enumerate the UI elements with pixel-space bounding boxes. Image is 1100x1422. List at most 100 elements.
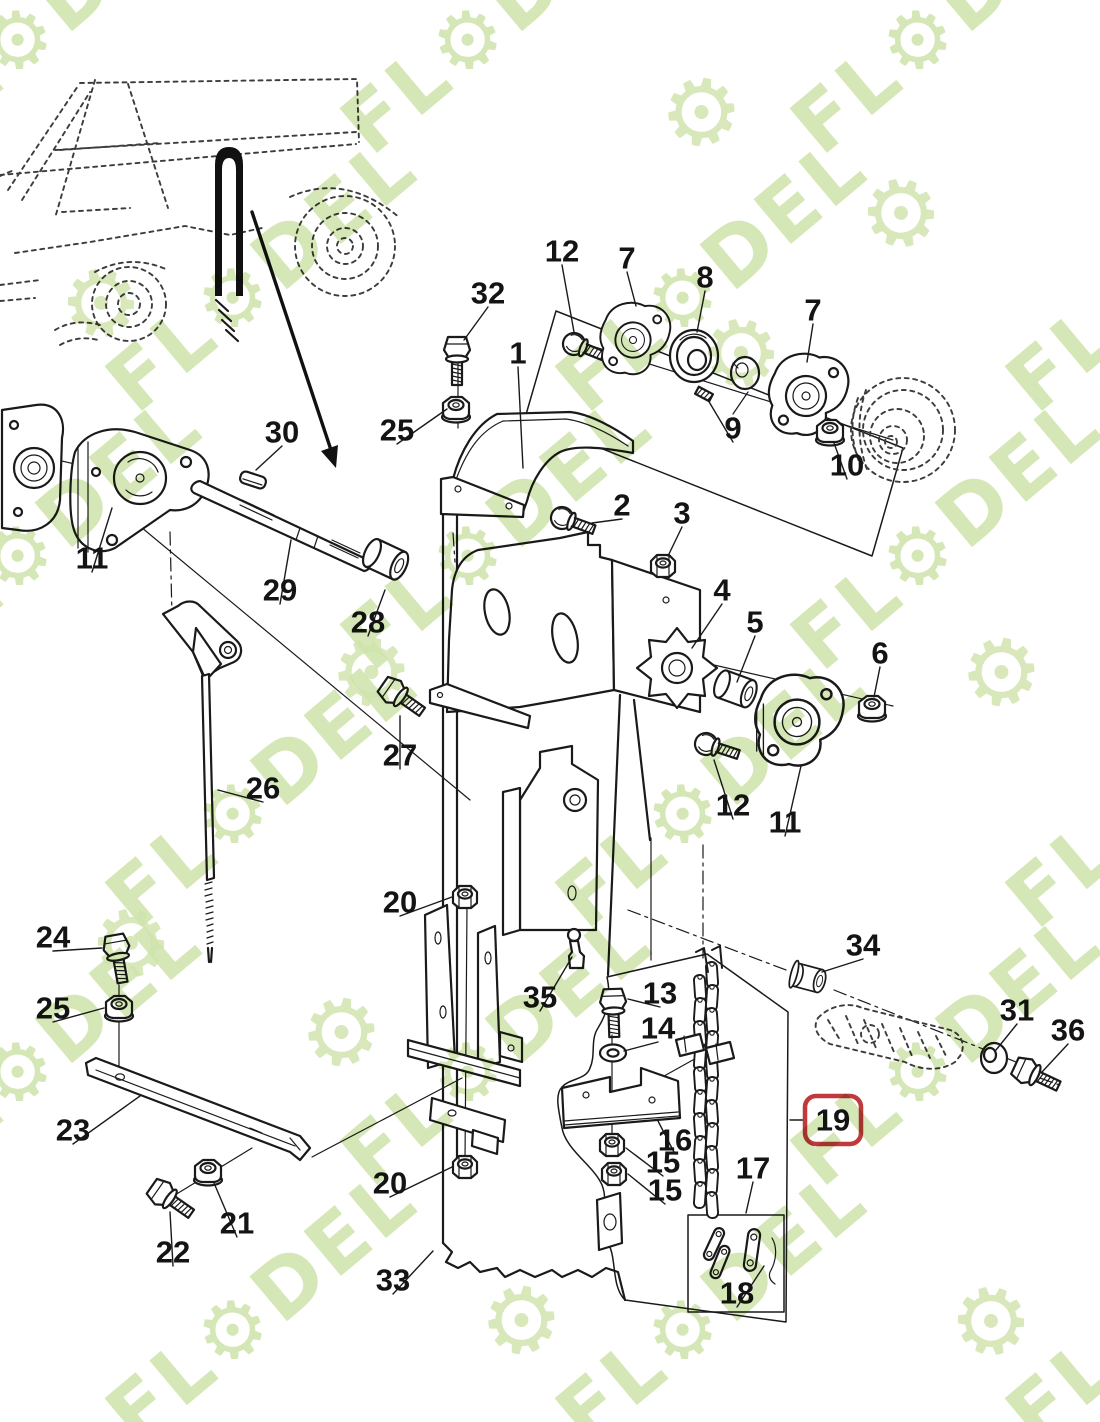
bolt-27 [374, 672, 431, 724]
setscrew-9 [693, 385, 715, 403]
leader-line-31 [995, 1023, 1018, 1051]
callout-35: 35 [523, 980, 557, 1015]
sprocket-4 [635, 626, 719, 710]
bearing-8 [668, 328, 720, 384]
callout-15: 15 [646, 1145, 680, 1180]
callout-23: 23 [56, 1113, 90, 1148]
nut-15-a [598, 1132, 626, 1158]
callout-12: 12 [545, 234, 579, 269]
leader-line-13 [627, 998, 661, 1008]
callout-8: 8 [696, 260, 713, 295]
axis-lines [4, 337, 1063, 1199]
pointer-arrow-icon [250, 210, 338, 468]
callout-36: 36 [1051, 1013, 1085, 1048]
leader-line-35 [539, 956, 573, 1012]
bolt-36 [1008, 1052, 1066, 1099]
callout-6: 6 [871, 636, 888, 671]
leader-line-20 [389, 1166, 453, 1198]
cover-part-1 [451, 410, 635, 514]
bracket-11-right [750, 670, 848, 772]
bolt-32 [442, 335, 472, 387]
callout-30: 30 [265, 415, 299, 450]
callout-18: 18 [720, 1276, 754, 1311]
leader-line-4 [691, 603, 723, 649]
highlighted-mast-part [215, 147, 243, 296]
callout-14: 14 [641, 1011, 676, 1046]
leader-line-34 [821, 958, 864, 973]
nut-20-top [451, 884, 479, 910]
leader-line-23 [72, 1095, 141, 1145]
nut-3 [649, 553, 677, 579]
gear-housing [445, 530, 616, 714]
callout-20: 20 [373, 1166, 407, 1201]
nut-10 [814, 418, 846, 447]
callout-25: 25 [36, 991, 70, 1026]
callout-33: 33 [376, 1263, 410, 1298]
leader-line-1 [517, 366, 524, 469]
nut-21 [192, 1158, 224, 1187]
leader-line-22 [169, 1211, 174, 1267]
callout-4: 4 [713, 573, 731, 608]
leader-line-14 [623, 1041, 659, 1052]
leader-line-11 [784, 765, 802, 837]
leader-line-28 [367, 589, 386, 637]
inset-parts [702, 1227, 777, 1285]
leader-line-36 [1041, 1043, 1069, 1073]
nut-25-bottom [103, 994, 135, 1023]
leader-line-32 [463, 306, 489, 341]
leader-line-21 [213, 1182, 238, 1238]
leader-line-29 [279, 539, 292, 605]
leader-line-9 [707, 399, 734, 443]
bracket-11-left [69, 428, 210, 553]
callout-25: 25 [380, 413, 414, 448]
leader-line-2 [591, 518, 623, 524]
bolt-12-mid [691, 729, 743, 767]
collar-9 [729, 355, 761, 391]
ghost-vehicle [0, 78, 401, 346]
callout-20: 20 [383, 885, 417, 920]
inset-box-17 [687, 1214, 785, 1313]
ghost-anchor [814, 1004, 964, 1070]
leader-line-25 [52, 1007, 105, 1023]
callout-10: 10 [830, 448, 864, 483]
sprocket-row [635, 626, 888, 772]
callout-3: 3 [673, 496, 690, 531]
leader-line-33 [392, 1250, 434, 1295]
leader-line-8 [696, 290, 706, 333]
callout-34: 34 [846, 928, 881, 963]
washer-31 [979, 1041, 1009, 1075]
woodruff-key-30 [238, 470, 268, 490]
leader-line-20 [399, 896, 453, 917]
strap-23 [84, 1056, 312, 1162]
bolt-13 [598, 987, 629, 1039]
leader-line-7 [806, 323, 814, 363]
callout-32: 32 [471, 276, 505, 311]
callout-19: 19 [816, 1103, 850, 1138]
leader-line-15 [625, 1147, 664, 1177]
callout-26: 26 [246, 771, 280, 806]
right-parts [787, 959, 1066, 1099]
leader-line-16 [657, 1120, 676, 1155]
callout-21: 21 [220, 1206, 254, 1241]
leader-line-6 [873, 666, 881, 698]
callout-7: 7 [804, 293, 821, 328]
leader-line-15 [627, 1173, 666, 1205]
leader-line-10 [833, 442, 848, 480]
callout-16: 16 [658, 1123, 692, 1158]
callout-9: 9 [724, 411, 741, 446]
washer-14 [598, 1043, 628, 1063]
callout-31: 31 [1000, 993, 1034, 1028]
grease-fitting-35 [566, 927, 586, 970]
top-row-parts [558, 297, 956, 483]
callout-15: 15 [648, 1173, 682, 1208]
callout-12: 12 [716, 788, 750, 823]
leader-line-5 [736, 635, 756, 683]
callout-11: 11 [769, 805, 802, 840]
mast-assembly [406, 410, 702, 1302]
ghost-pulley [850, 377, 956, 483]
anchor-rod-26 [161, 600, 243, 964]
callout-11: 11 [76, 541, 109, 576]
bushing-28 [358, 535, 413, 584]
